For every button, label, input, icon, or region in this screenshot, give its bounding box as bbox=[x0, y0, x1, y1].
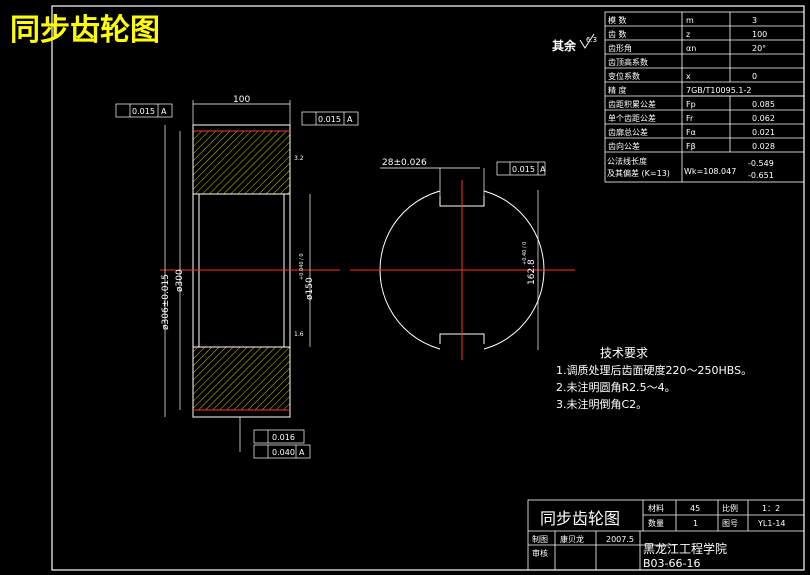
param-value: 0 bbox=[752, 72, 757, 81]
tb-scale: 1：2 bbox=[762, 504, 780, 513]
datum-bottom: A bbox=[299, 448, 305, 457]
param-value: 0.028 bbox=[752, 142, 775, 151]
datum-top-right: A bbox=[347, 115, 353, 124]
tb-draw-label: 制图 bbox=[532, 534, 548, 544]
tb-class-code: B03-66-16 bbox=[643, 557, 700, 570]
dim-bore: ø150 bbox=[305, 277, 315, 300]
span-value: Wk=108.047 bbox=[684, 167, 736, 176]
datum-top-left: A bbox=[161, 107, 167, 116]
tech-item: 2.未注明圆角R2.5～4。 bbox=[556, 380, 676, 394]
tb-material: 45 bbox=[690, 504, 700, 513]
gear-end-view bbox=[350, 180, 575, 360]
param-value: 20° bbox=[752, 44, 766, 53]
param-symbol: m bbox=[686, 16, 694, 25]
span-dev-1: -0.549 bbox=[748, 159, 774, 168]
param-symbol: x bbox=[686, 72, 691, 81]
tol-bottom-2: 0.040 bbox=[272, 448, 295, 457]
tb-drawno: YL1-14 bbox=[757, 519, 786, 528]
page-title: 同步齿轮图 bbox=[10, 13, 160, 48]
param-name: 精 度 bbox=[608, 85, 627, 95]
key-width: 28±0.026 bbox=[382, 158, 427, 168]
span-label-2: 及其偏差 (K=13) bbox=[607, 168, 670, 178]
roughness-symbol bbox=[579, 33, 595, 49]
param-name: 齿形角 bbox=[608, 43, 632, 53]
key-tol: 0.015 bbox=[512, 165, 535, 174]
param-symbol: Fβ bbox=[686, 142, 696, 151]
tol-bottom-1: 0.016 bbox=[272, 433, 295, 442]
param-value: 0.085 bbox=[752, 100, 775, 109]
tb-drawer: 康贝龙 bbox=[560, 534, 584, 544]
param-name: 齿顶高系数 bbox=[608, 57, 648, 67]
param-name: 齿向公差 bbox=[608, 141, 640, 151]
param-value: 0.021 bbox=[752, 128, 775, 137]
tb-date: 2007.5 bbox=[606, 535, 634, 544]
param-symbol: αn bbox=[686, 44, 696, 53]
tech-item: 1.调质处理后齿面硬度220～250HBS。 bbox=[556, 363, 752, 377]
param-name: 单个齿距公差 bbox=[608, 113, 656, 123]
rough-value-b: 3.2 bbox=[294, 155, 304, 162]
dim-width: 100 bbox=[233, 95, 250, 105]
param-value: 100 bbox=[752, 30, 767, 39]
rough-value-a: 1.6 bbox=[294, 331, 304, 338]
param-name: 齿廓总公差 bbox=[608, 127, 648, 137]
key-depth: 162.8 bbox=[527, 259, 537, 285]
span-label-1: 公法线长度 bbox=[607, 156, 647, 166]
dim-od2: ø300 bbox=[175, 269, 185, 292]
param-symbol: Fα bbox=[686, 128, 696, 137]
param-name: 齿 数 bbox=[608, 29, 627, 39]
surface-note: 其余 bbox=[552, 38, 577, 53]
tb-qty-label: 数量 bbox=[648, 518, 664, 528]
title-block bbox=[527, 499, 805, 571]
dim-od: ø306±0.015 bbox=[161, 274, 171, 330]
dim-bore-tol: +0.040 / 0 bbox=[299, 253, 305, 280]
param-name: 变位系数 bbox=[608, 71, 640, 81]
param-symbol: 7GB/T10095.1-2 bbox=[686, 86, 751, 95]
tech-item: 3.未注明倒角C2。 bbox=[556, 397, 647, 411]
key-datum: A bbox=[540, 165, 546, 174]
tol-top-left: 0.015 bbox=[132, 107, 155, 116]
sheet-border bbox=[51, 5, 805, 571]
tb-name: 同步齿轮图 bbox=[540, 509, 620, 528]
section-dimensions bbox=[115, 100, 359, 459]
param-value: 3 bbox=[752, 16, 757, 25]
gear-section-view bbox=[160, 124, 340, 418]
param-name: 齿距积累公差 bbox=[608, 99, 656, 109]
tb-drawno-label: 图号 bbox=[722, 519, 738, 528]
tech-heading: 技术要求 bbox=[600, 346, 648, 360]
tb-qty: 1 bbox=[693, 519, 698, 528]
param-value: 0.062 bbox=[752, 114, 775, 123]
key-depth-tol: +0.40 / 0 bbox=[522, 242, 528, 265]
tb-check-label: 审核 bbox=[532, 548, 548, 558]
end-view-dimensions bbox=[380, 161, 546, 350]
param-symbol: Fr bbox=[686, 114, 694, 123]
tol-top-right: 0.015 bbox=[318, 115, 341, 124]
surface-rough-value: 6.3 bbox=[586, 36, 597, 44]
tb-school: 黑龙江工程学院 bbox=[643, 541, 727, 556]
param-name: 模 数 bbox=[608, 15, 627, 25]
tb-scale-label: 比例 bbox=[722, 503, 738, 513]
param-symbol: Fp bbox=[686, 100, 696, 109]
span-dev-2: -0.651 bbox=[748, 171, 774, 180]
tb-material-label: 材料 bbox=[648, 503, 664, 513]
param-symbol: z bbox=[686, 30, 690, 39]
